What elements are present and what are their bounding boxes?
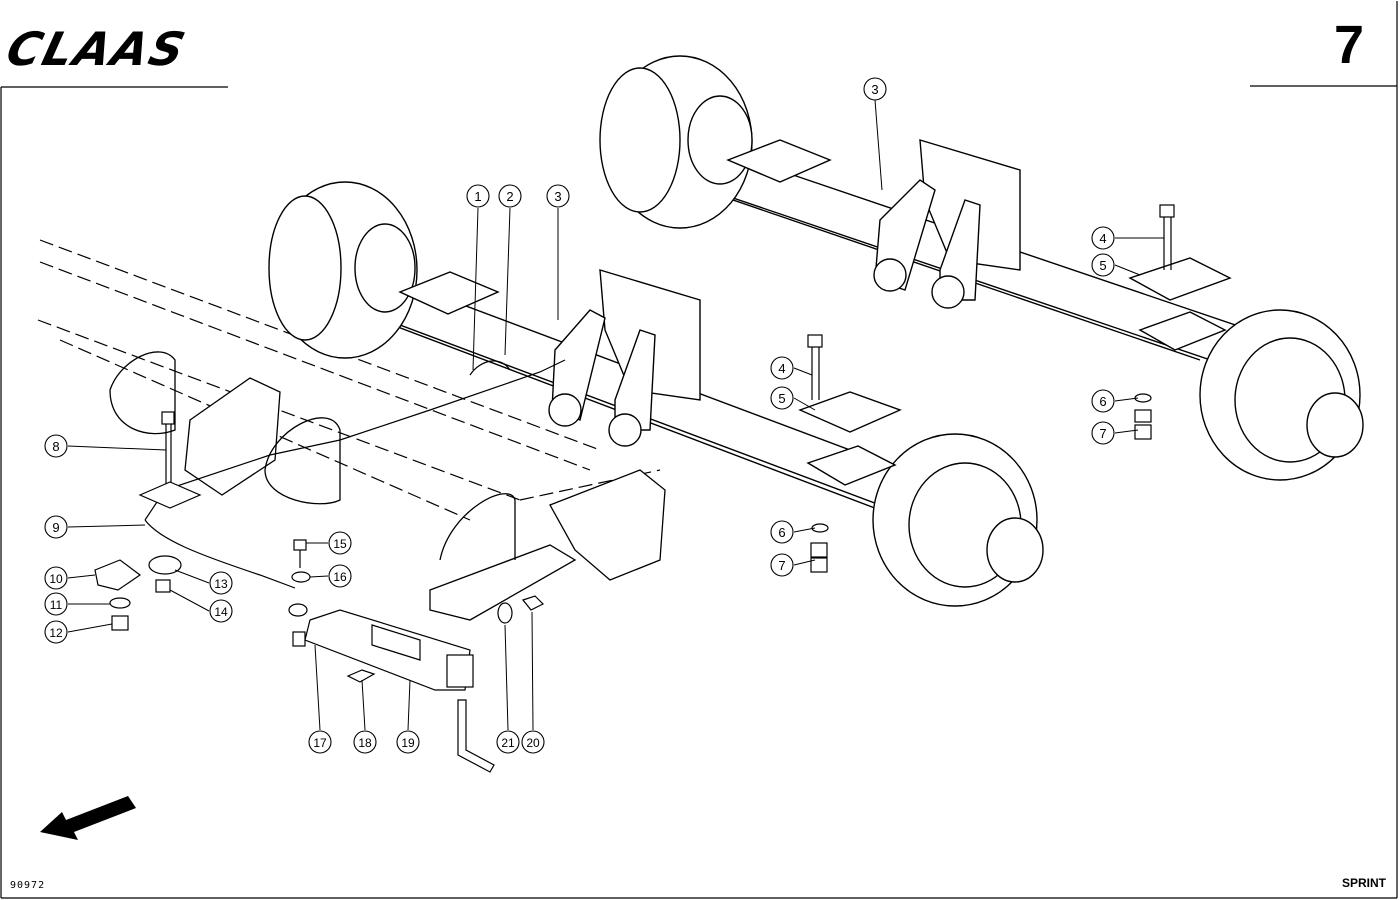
svg-text:9: 9 [52, 520, 59, 535]
callout-6b: 6 [1091, 389, 1115, 413]
svg-text:12: 12 [49, 626, 63, 640]
svg-text:16: 16 [333, 570, 347, 584]
callout-21: 21 [496, 730, 520, 754]
callout-5a: 5 [770, 386, 794, 410]
svg-text:20: 20 [526, 736, 540, 750]
callout-8: 8 [44, 434, 68, 458]
svg-text:17: 17 [313, 736, 327, 750]
callout-18: 18 [353, 730, 377, 754]
front-axle [268, 181, 1044, 607]
callout-7a: 7 [770, 553, 794, 577]
callout-13: 13 [209, 571, 233, 595]
callout-14: 14 [209, 599, 233, 623]
callout-9: 9 [44, 515, 68, 539]
svg-text:3: 3 [871, 82, 878, 97]
svg-text:19: 19 [401, 736, 415, 750]
callout-5b: 5 [1091, 253, 1115, 277]
callouts: 1 2 3 3 4 5 6 7 4 5 6 7 8 9 10 11 12 13 … [44, 77, 1115, 754]
frame-bracket [109, 351, 666, 621]
direction-arrow-icon [40, 796, 136, 840]
svg-text:7: 7 [778, 558, 785, 573]
svg-text:15: 15 [333, 537, 347, 551]
svg-text:2: 2 [506, 189, 513, 204]
callout-17: 17 [308, 730, 332, 754]
callout-7b: 7 [1091, 421, 1115, 445]
svg-text:21: 21 [501, 736, 515, 750]
callout-20: 20 [521, 730, 545, 754]
svg-text:4: 4 [1099, 231, 1106, 246]
callout-2: 2 [498, 184, 522, 208]
small-parts [94, 204, 1175, 773]
svg-text:6: 6 [778, 525, 785, 540]
callout-4b: 4 [1091, 226, 1115, 250]
svg-text:10: 10 [49, 572, 63, 586]
svg-text:1: 1 [474, 189, 481, 204]
svg-text:3: 3 [554, 189, 561, 204]
callout-3a: 3 [546, 184, 570, 208]
page-number: 7 [1333, 15, 1364, 75]
svg-text:4: 4 [778, 361, 785, 376]
svg-text:8: 8 [52, 439, 59, 454]
svg-text:6: 6 [1099, 394, 1106, 409]
drawing-number: 90972 [10, 880, 46, 891]
callout-15: 15 [328, 531, 352, 555]
callout-3b: 3 [863, 77, 887, 101]
model-name: SPRINT [1341, 876, 1386, 890]
callout-12: 12 [44, 620, 68, 644]
callout-19: 19 [396, 730, 420, 754]
callout-4a: 4 [770, 356, 794, 380]
svg-text:7: 7 [1099, 426, 1106, 441]
svg-text:5: 5 [1099, 258, 1106, 273]
callout-1: 1 [466, 184, 490, 208]
svg-text:13: 13 [214, 577, 228, 591]
svg-text:18: 18 [358, 736, 372, 750]
svg-text:11: 11 [50, 598, 63, 612]
callout-16: 16 [328, 564, 352, 588]
svg-text:14: 14 [214, 605, 228, 619]
leader-lines [67, 99, 1164, 731]
callout-10: 10 [44, 566, 68, 590]
callout-6a: 6 [770, 520, 794, 544]
svg-text:5: 5 [778, 391, 785, 406]
callout-11: 11 [44, 592, 68, 616]
rear-axle [599, 55, 1364, 481]
